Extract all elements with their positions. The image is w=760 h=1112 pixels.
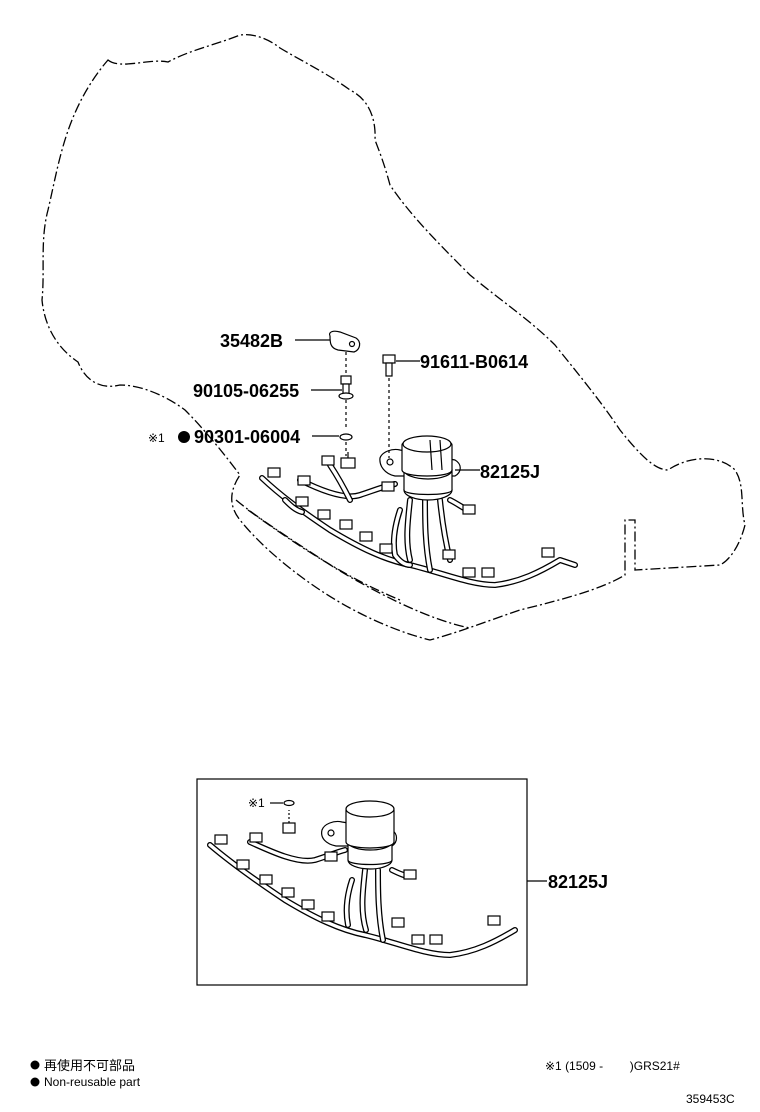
applicability-footnote: ※1 (1509 - )GRS21#: [545, 1059, 680, 1073]
callout-35482b: 35482B: [220, 331, 283, 351]
bracket-35482b: [328, 330, 361, 353]
wire-harness-main: [259, 452, 578, 588]
inset-oring-mark: ※1: [248, 796, 265, 810]
harness-connector-inset: [321, 800, 398, 870]
wire-harness-inset: [207, 799, 518, 958]
bolt-91611-b0614: [382, 354, 396, 377]
callout-91611-b0614: 91611-B0614: [420, 352, 528, 372]
callout-90301-06004: 90301-06004: [194, 427, 300, 447]
inset-frame: [196, 778, 528, 986]
legend-non-reusable-en: Non-reusable part: [44, 1075, 141, 1089]
legend-dot-icon: [30, 1060, 40, 1070]
legend-non-reusable-jp: 再使用不可部品: [44, 1058, 135, 1074]
harness-connector-main: [379, 435, 461, 501]
o-ring-90301-06004: [339, 433, 353, 441]
drawing-number: 359453C: [686, 1092, 735, 1106]
oring-mark: ※1: [148, 431, 165, 445]
callout-90105-06255: 90105-06255: [193, 381, 299, 401]
legend-dot-icon-2: [30, 1077, 40, 1087]
non-reusable-dot-icon: [178, 431, 190, 443]
callout-82125j-assembly: 82125J: [548, 872, 608, 892]
callout-82125j: 82125J: [480, 462, 540, 482]
bolt-90105-06255: [338, 375, 354, 400]
transmission-outline: [41, 34, 746, 641]
